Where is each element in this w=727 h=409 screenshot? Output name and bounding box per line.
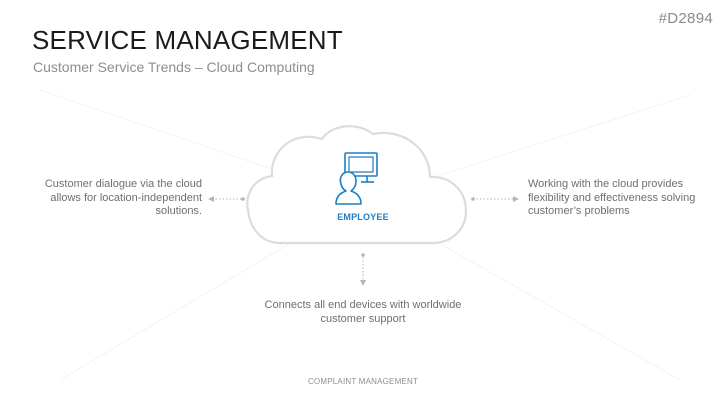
bottom-description: Connects all end devices with worldwide …: [264, 299, 462, 325]
page-title: SERVICE MANAGEMENT: [32, 25, 343, 55]
left-description: Customer dialogue via the cloud allows f…: [44, 178, 202, 218]
bottom-connector: [360, 253, 366, 286]
footer-label: COMPLAINT MANAGEMENT: [307, 377, 419, 386]
right-description: Working with the cloud provides flexibil…: [528, 178, 696, 218]
left-connector: [208, 196, 245, 202]
cloud-shape: [246, 125, 468, 245]
employee-label: EMPLOYEE: [337, 212, 389, 222]
employee-computer-icon: [335, 152, 378, 205]
page-subtitle: Customer Service Trends – Cloud Computin…: [33, 59, 315, 75]
slide-id: #D2894: [658, 10, 713, 27]
right-connector: [471, 196, 519, 202]
